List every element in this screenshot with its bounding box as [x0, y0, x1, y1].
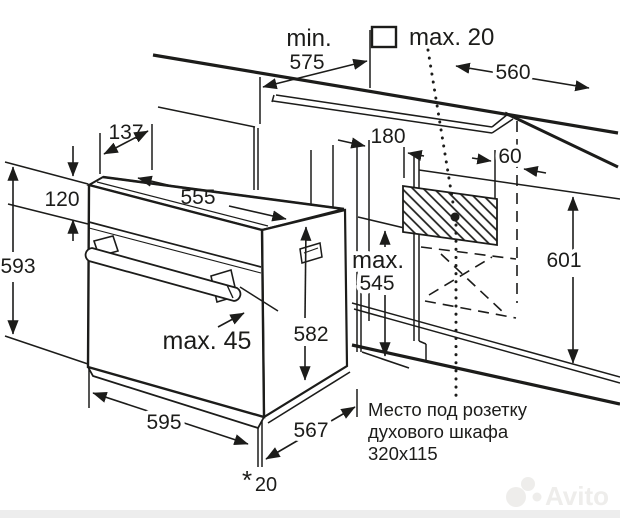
- footnote-20: 20: [255, 474, 277, 496]
- dim-min-label: min.: [286, 25, 331, 52]
- dim-560: 560: [495, 61, 530, 84]
- watermark-logo-circle-large: [506, 487, 526, 507]
- dim-601: 601: [546, 249, 581, 272]
- socket-note-line1: Место под розетку: [368, 399, 528, 420]
- socket-point-dot: [450, 212, 460, 222]
- dim-555: 555: [180, 186, 215, 209]
- dimension-labels: min. 575 max. 20 560 137 120 555 593 max…: [0, 24, 586, 496]
- socket-area: [402, 48, 498, 400]
- watermark-logo-circle-right: [532, 492, 542, 502]
- clearance-square-symbol: [370, 25, 398, 49]
- cabinet-drawing: [310, 121, 620, 406]
- dim-180: 180: [370, 125, 405, 148]
- dim-max-545-label: max.: [352, 247, 404, 274]
- dim-582: 582: [293, 323, 328, 346]
- socket-hatched-zone: [402, 184, 498, 247]
- oven-door-handle: [84, 235, 242, 304]
- watermark-logo-circle-top: [521, 477, 535, 491]
- dim-max-545-value: 545: [359, 272, 394, 295]
- socket-leader-upper: [426, 48, 456, 211]
- dim-567: 567: [293, 419, 328, 442]
- dimension-lines: [7, 58, 590, 460]
- dim-595: 595: [146, 411, 181, 434]
- dim-120: 120: [44, 188, 79, 211]
- hidden-edges-dashed: [420, 121, 518, 319]
- socket-note-line2: духового шкафа: [368, 421, 509, 442]
- countertop-lines: [152, 30, 619, 190]
- bottom-edge-strip: [0, 510, 620, 518]
- socket-note: Место под розетку духового шкафа 320x115: [368, 399, 528, 464]
- dim-max-45: max. 45: [163, 327, 252, 355]
- dim-593: 593: [0, 255, 35, 278]
- socket-note-line3: 320x115: [368, 443, 438, 464]
- dim-575: 575: [289, 51, 324, 74]
- dim-60: 60: [498, 145, 521, 168]
- watermark-text: Avito: [545, 481, 609, 511]
- extension-lines: [4, 124, 358, 467]
- dim-137: 137: [108, 121, 143, 144]
- dim-max-20: max. 20: [409, 24, 494, 51]
- avito-watermark: Avito: [506, 477, 609, 511]
- footnote-star: *: [242, 465, 252, 495]
- oven-drawing: [84, 175, 351, 430]
